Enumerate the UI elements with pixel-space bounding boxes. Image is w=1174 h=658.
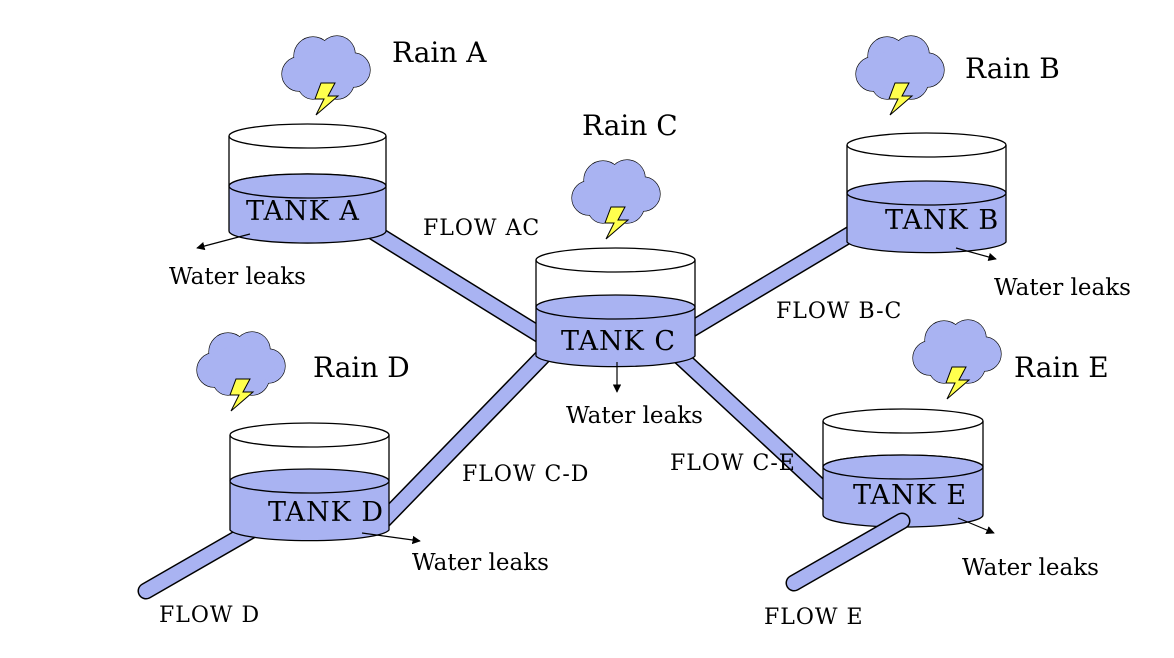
tank-c-label: TANK C: [561, 326, 676, 357]
flow-bc-label: FLOW B-C: [776, 299, 902, 324]
tank-a-label: TANK A: [246, 196, 360, 227]
pipe-flow-ac: [355, 217, 554, 347]
leak-arrow-d: [361, 532, 421, 545]
flow-d-label: FLOW D: [159, 603, 260, 628]
leak-arrows: [196, 233, 997, 545]
pipes-front: [785, 512, 911, 592]
water-leaks-d-label: Water leaks: [412, 550, 549, 576]
rain-b-label: Rain B: [965, 52, 1060, 85]
rain-c-label: Rain C: [582, 109, 678, 142]
flow-ac-label: FLOW AC: [423, 216, 540, 241]
lightning-bolt-icon: [229, 378, 255, 412]
storm-cloud-icon: [281, 35, 371, 116]
tank-b-label: TANK B: [885, 205, 999, 236]
flow-cd-label: FLOW C-D: [462, 462, 589, 487]
lightning-bolt-icon: [888, 82, 914, 116]
water-leaks-b-label: Water leaks: [994, 275, 1131, 301]
rain-a-label: Rain A: [392, 36, 487, 69]
rain-e-label: Rain E: [1014, 351, 1109, 384]
water-leaks-e-label: Water leaks: [962, 555, 1099, 581]
storm-cloud-icon: [855, 35, 945, 116]
leak-arrow-e: [957, 517, 995, 534]
leak-arrow-a: [196, 233, 251, 251]
leak-arrow-b: [955, 247, 997, 262]
tank-e-label: TANK E: [853, 480, 967, 511]
pipes: [137, 217, 873, 600]
tank-c: [535, 247, 696, 368]
water-leaks-c-label: Water leaks: [566, 403, 703, 429]
lightning-bolt-icon: [945, 366, 971, 400]
tank-e: [822, 408, 984, 528]
lightning-bolt-icon: [314, 82, 340, 116]
pipe-flow-ce: [665, 342, 835, 501]
pipe-flow-bc: [681, 217, 873, 339]
tank-b: [846, 132, 1007, 254]
storm-cloud-icon: [571, 159, 661, 240]
pipe-flow-d: [137, 521, 261, 600]
water-leaks-a-label: Water leaks: [169, 264, 306, 290]
storm-cloud-icon: [912, 319, 1002, 400]
storm-cloud-icon: [196, 331, 286, 412]
flow-ce-label: FLOW C-E: [670, 451, 796, 476]
tank-d-label: TANK D: [268, 497, 384, 528]
flow-e-label: FLOW E: [764, 605, 864, 630]
rain-d-label: Rain D: [313, 351, 410, 384]
lightning-bolt-icon: [604, 206, 630, 240]
tank-a: [228, 123, 387, 244]
tank-d: [229, 422, 390, 542]
pipe-flow-cd: [373, 339, 560, 531]
pipe-flow-e: [785, 512, 911, 592]
